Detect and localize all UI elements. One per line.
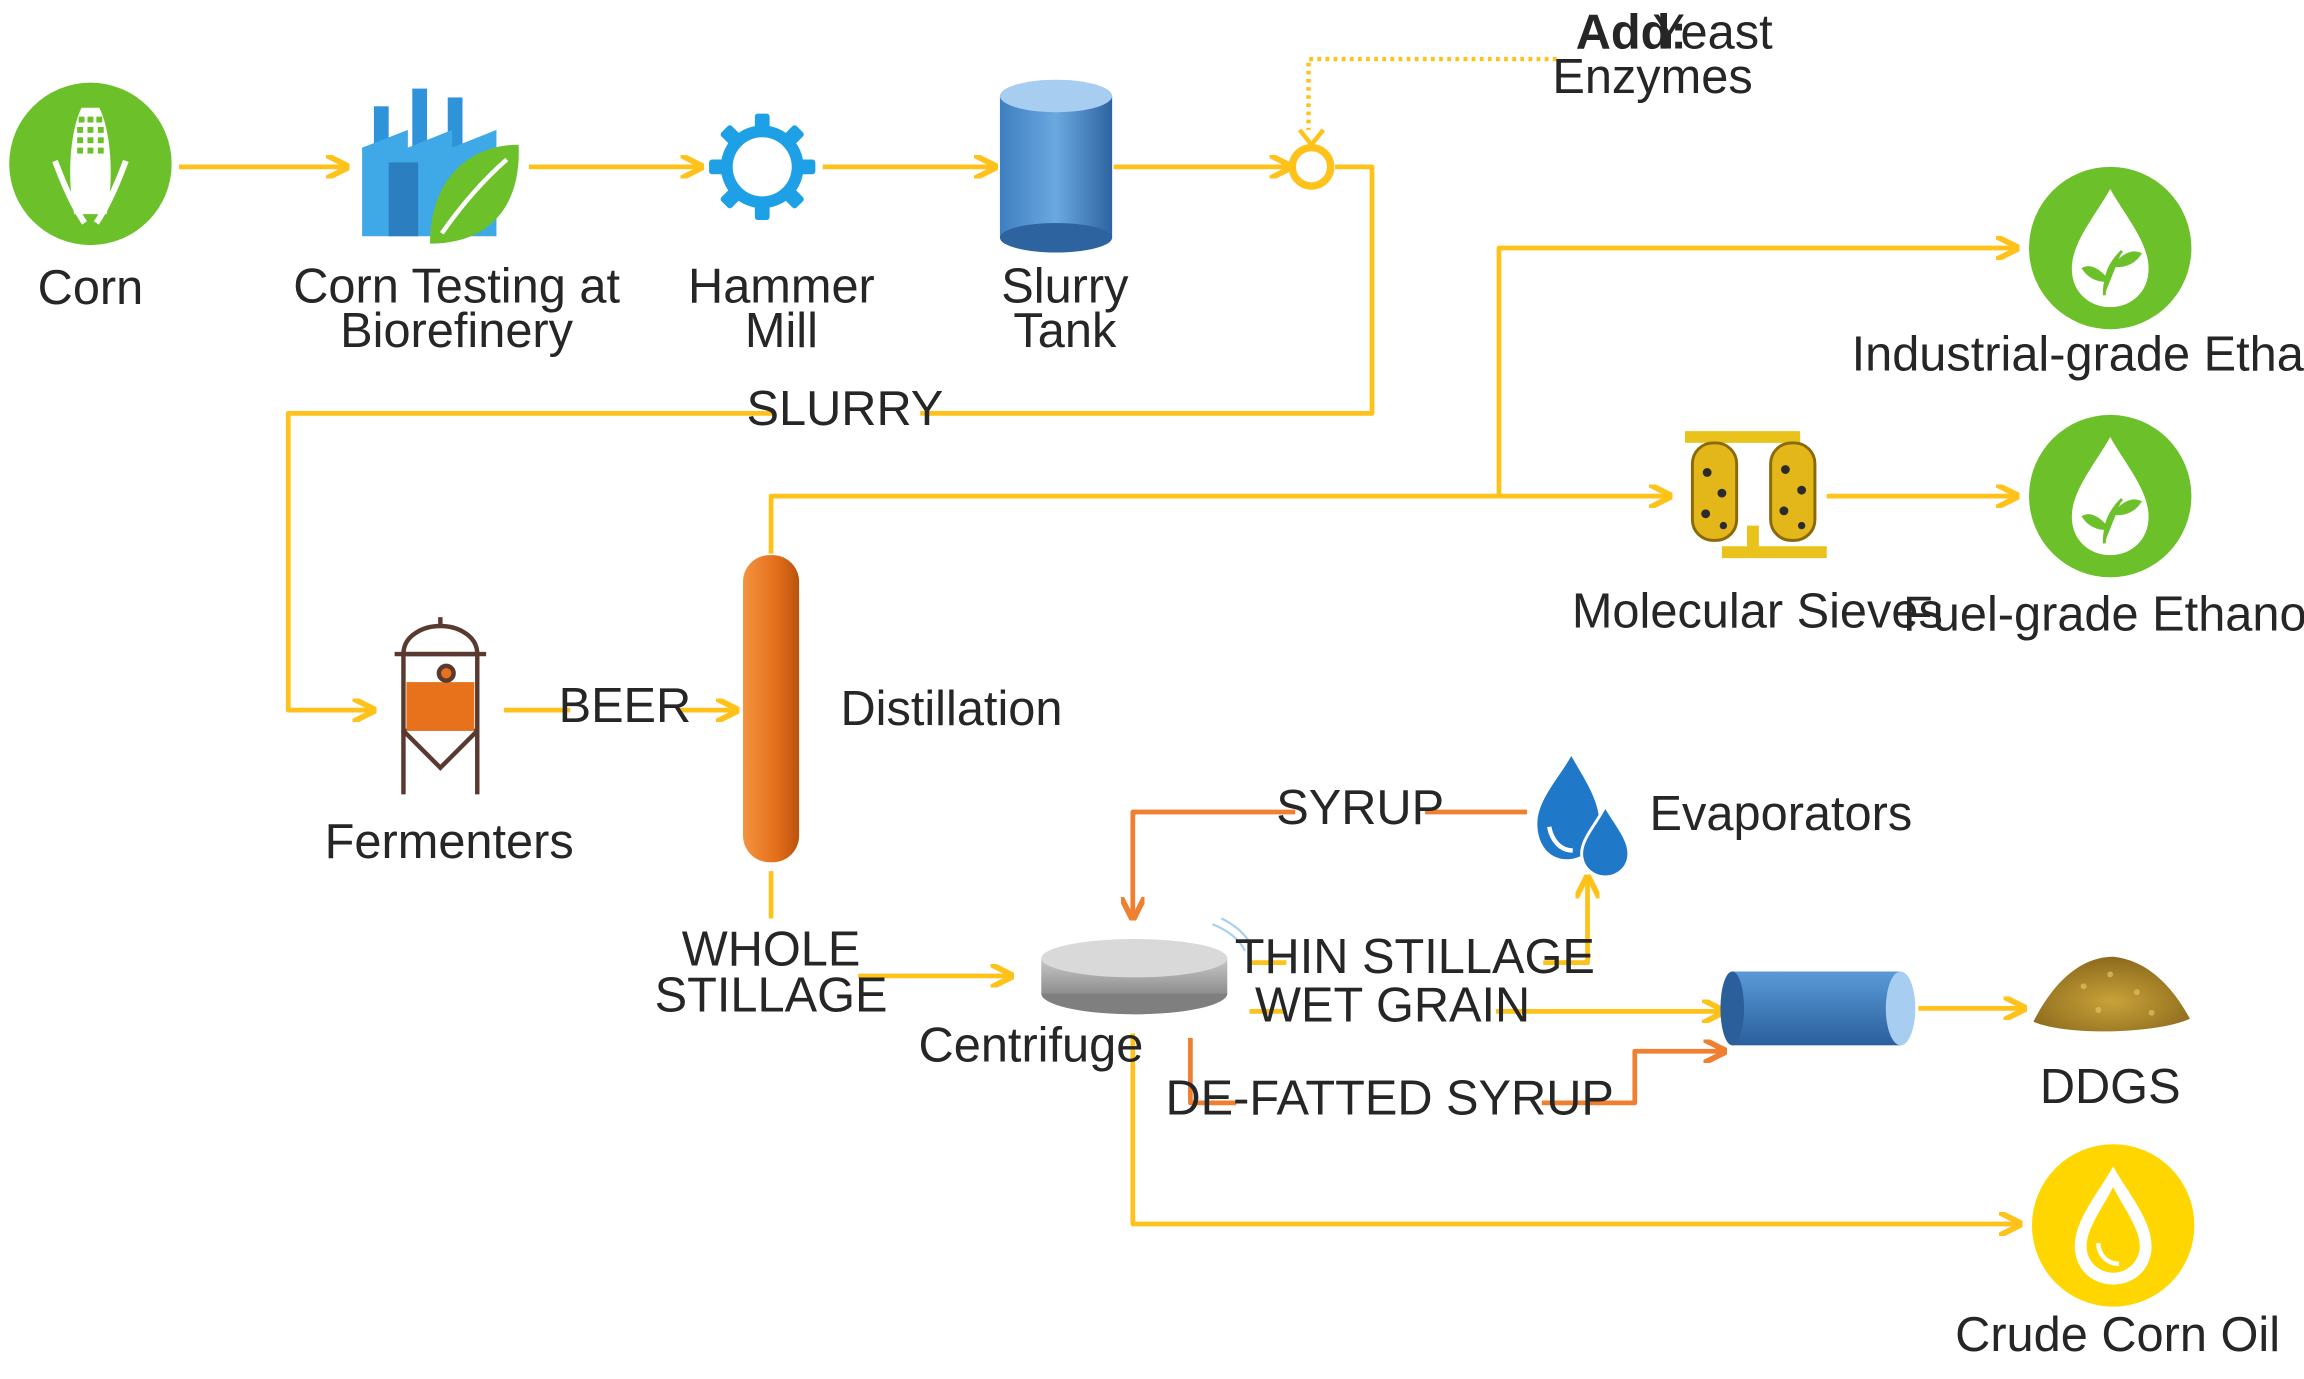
dryer-drum-icon [1720,971,1916,1046]
labels: Corn Corn Testing at Biorefinery Hammer … [38,6,2304,1362]
centrifuge-icon [1041,917,1252,1015]
corn-label: Corn [38,261,144,315]
centrifuge-to-oil-arrow [1130,1033,2020,1224]
ethanol-drop-icon [2029,414,2192,578]
ddgs-label: DDGS [2040,1060,2181,1114]
wet-grain-label: WET GRAIN [1255,979,1530,1033]
thin-stillage-label: THIN STILLAGE [1235,930,1595,984]
column-to-sieves-line [768,493,1499,554]
slurry-tank-label-line2: Tank [1013,304,1117,358]
ethanol-drop-icon [2029,166,2192,330]
slurry-line-left [285,411,773,710]
distillation-label: Distillation [840,682,1062,736]
slurry-tank-label-line1: Slurry [1001,260,1129,314]
factory-leaf-icon [362,88,519,244]
hammer-mill-label-line1: Hammer [688,260,875,314]
sieves-label: Molecular Sieves [1572,584,1943,638]
fermenter-icon [394,617,487,795]
oil-drop-icon [2031,1144,2195,1307]
industrial-ethanol-label: Industrial-grade Ethanol [1852,328,2304,382]
evaporators-label: Evaporators [1650,787,1913,841]
grain-pile-icon [2033,956,2190,1032]
slurry-label: SLURRY [747,382,944,436]
yellow-flow-lines [179,56,2025,1224]
centrifuge-to-defatted-line [1188,1037,1237,1106]
beer-label: BEER [559,679,692,733]
gear-icon [709,113,816,220]
defatted-syrup-label: DE-FATTED SYRUP [1165,1072,1613,1126]
centrifuge-label: Centrifuge [919,1019,1144,1073]
syrup-label: SYRUP [1276,781,1444,835]
mixing-point-icon [1288,128,1335,190]
tank-icon [999,79,1113,253]
syrup-to-centrifuge-arrow [1133,809,1296,918]
add-yeast-label: Yeast [1653,6,1774,60]
orange-flow-lines [1133,809,1725,1106]
whole-stillage-label-line2: STILLAGE [655,968,888,1022]
defatted-to-dryer-arrow [1541,1051,1725,1106]
fuel-ethanol-label: Fuel-grade Ethanol [1903,587,2304,641]
distillation-column-icon [743,555,800,863]
corn-icon [9,82,172,246]
water-drops-icon [1537,755,1631,879]
to-industrial-ethanol-arrow [1496,248,2017,497]
hammer-mill-label-line2: Mill [745,304,818,358]
corn-testing-label-line1: Corn Testing at [293,260,620,314]
corn-testing-label-line2: Biorefinery [340,304,574,358]
crude-corn-oil-label: Crude Corn Oil [1955,1308,2280,1362]
add-enzymes-label: Enzymes [1552,50,1752,104]
molecular-sieves-icon [1684,431,1827,559]
whole-stillage-label-line1: WHOLE [682,923,861,977]
slurry-line-right [920,164,1375,416]
additives-dotted-line [1306,56,1557,130]
fermenters-label: Fermenters [325,815,574,869]
add-label-prefix: Add: [1576,6,1687,60]
thin-stillage-to-evaporators-arrow [1543,877,1587,966]
